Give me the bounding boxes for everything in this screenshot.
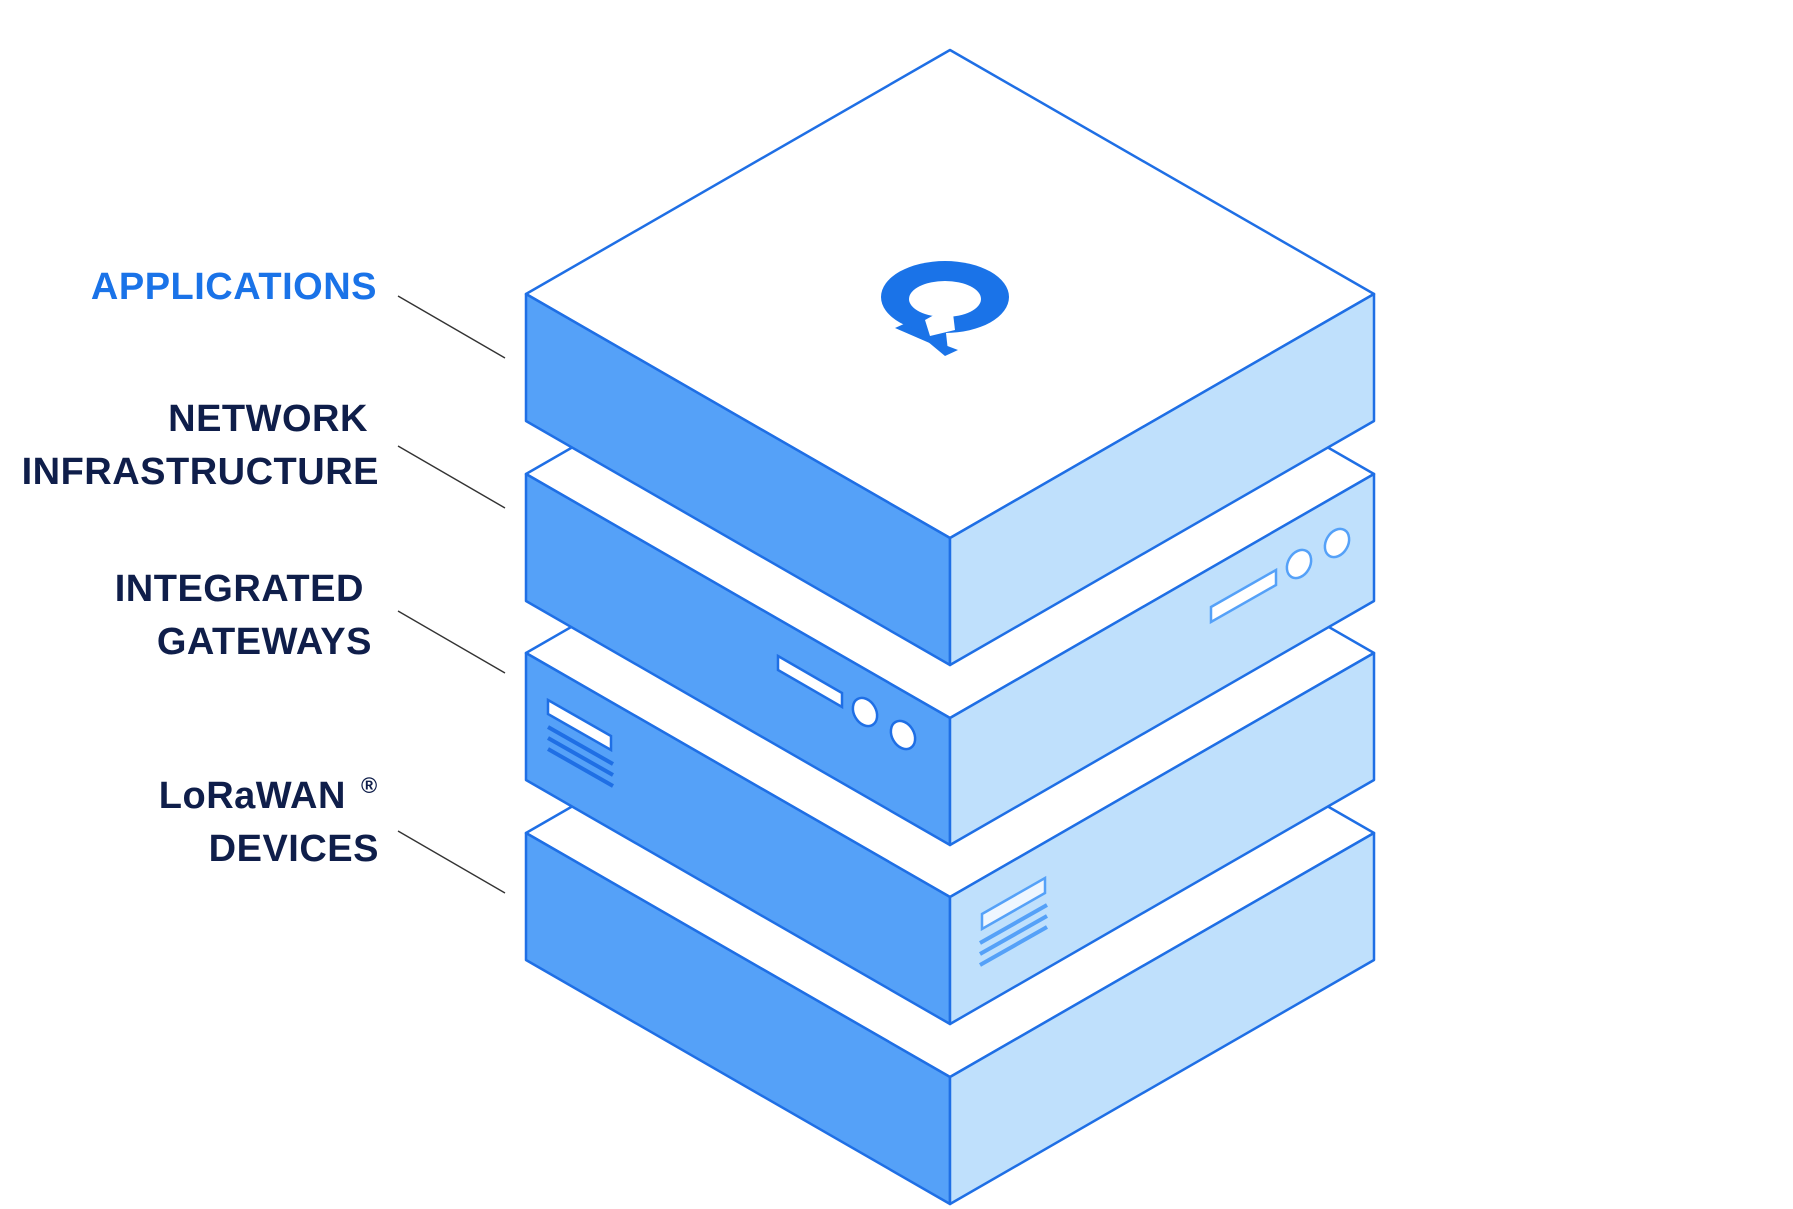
label-network-line-1: NETWORK — [168, 398, 368, 440]
label-gateways-line-1: INTEGRATED — [115, 568, 364, 610]
leader-lines — [397, 295, 506, 894]
q-loop-logo-icon — [881, 261, 1009, 356]
network-side-panel-icon — [1209, 527, 1351, 625]
registered-mark: ® — [361, 773, 378, 798]
gateway-vent-side-icon — [979, 875, 1048, 967]
label-lorawan-devices: LoRaWAN DEVICES — [159, 775, 379, 870]
label-devices-line-2: DEVICES — [209, 828, 379, 870]
leader-line-applications — [397, 295, 506, 359]
leader-line-network — [397, 445, 506, 509]
box-applications-side — [948, 292, 1376, 667]
label-network-line-2: INFRASTRUCTURE — [22, 451, 379, 493]
network-front-panel-icon — [776, 653, 917, 751]
label-integrated-gateways: INTEGRATED GATEWAYS — [115, 568, 375, 663]
label-devices-line-1: LoRaWAN — [159, 775, 346, 817]
leader-line-gateways — [397, 610, 506, 674]
label-gateways-line-2: GATEWAYS — [157, 621, 372, 663]
label-network-infrastructure: NETWORK INFRASTRUCTURE — [22, 398, 379, 493]
gateway-vent-front-icon — [546, 697, 614, 788]
label-applications: APPLICATIONS — [91, 266, 377, 308]
box-gateways-side — [948, 651, 1376, 1026]
label-applications-line-1: APPLICATIONS — [91, 266, 377, 308]
box-network-side — [948, 472, 1376, 847]
box-devices-side — [948, 831, 1376, 1206]
leader-line-devices — [397, 830, 506, 894]
